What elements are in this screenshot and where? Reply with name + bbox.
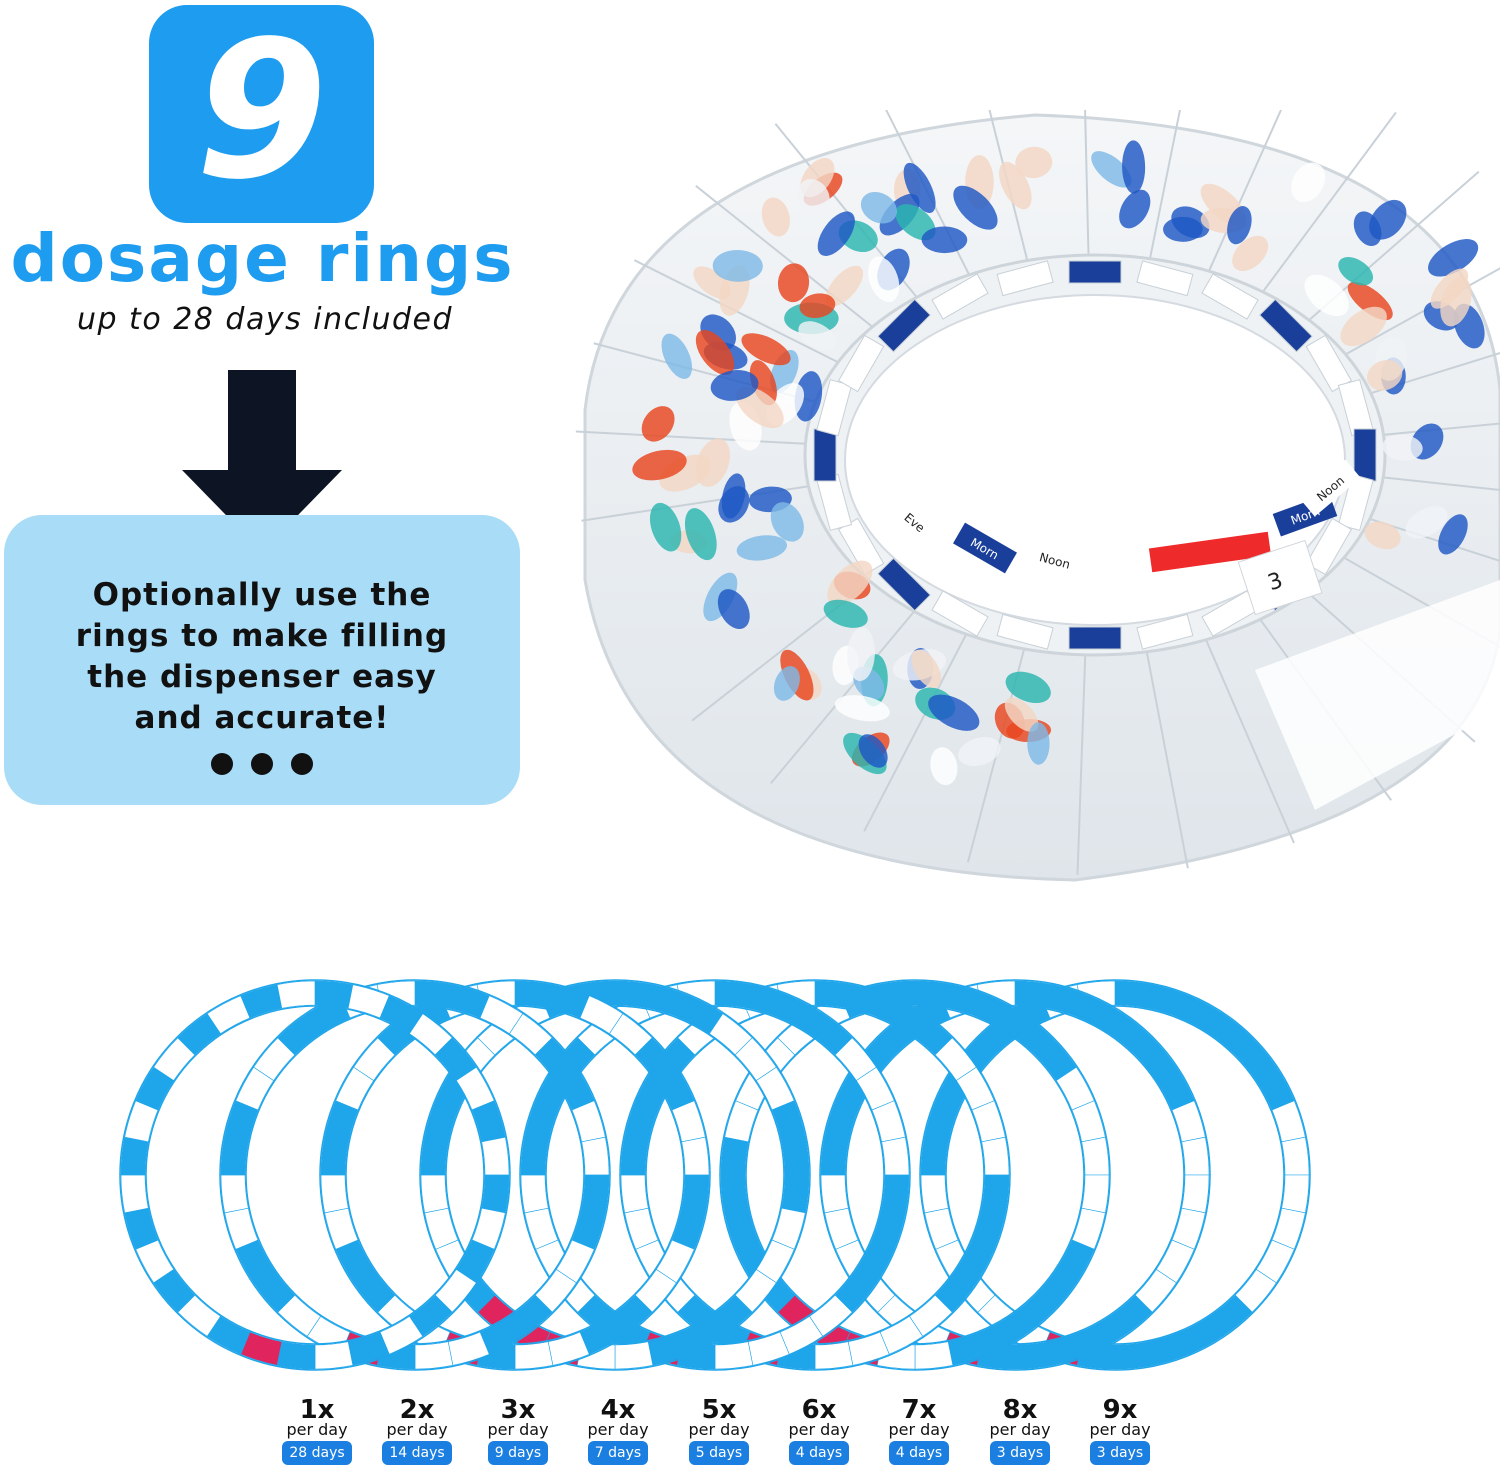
ring-days-badge: 28 days — [282, 1441, 352, 1465]
ring-days-badge: 5 days — [688, 1441, 750, 1465]
headline: dosage rings — [10, 220, 515, 297]
ellipsis-icon — [4, 753, 520, 775]
ring-frequency: 7x — [901, 1395, 937, 1425]
callout-line: rings to make filling — [75, 618, 449, 654]
ring-days-badge: 3 days — [1089, 1441, 1151, 1465]
ring-days-badge: 9 days — [487, 1441, 549, 1465]
ring-frequency: 1x — [299, 1395, 335, 1425]
ring-label-8x: 8x per day 3 days — [975, 1395, 1065, 1465]
ring-per-day: per day — [688, 1420, 750, 1439]
callout-box: Optionally use the rings to make filling… — [4, 515, 520, 805]
ring-per-day: per day — [487, 1420, 549, 1439]
ring-frequency: 6x — [801, 1395, 837, 1425]
ring-days-badge: 7 days — [587, 1441, 649, 1465]
ring-label-6x: 6x per day 4 days — [774, 1395, 864, 1465]
callout-line: the dispenser easy — [87, 659, 437, 695]
ring-label-9x: 9x per day 3 days — [1075, 1395, 1165, 1465]
ring-per-day: per day — [989, 1420, 1051, 1439]
ring-per-day: per day — [888, 1420, 950, 1439]
ring-frequency: 2x — [399, 1395, 435, 1425]
ring-days-badge: 14 days — [382, 1441, 452, 1465]
ring-frequency: 8x — [1002, 1395, 1038, 1425]
ring-days-badge: 3 days — [989, 1441, 1051, 1465]
subline: up to 28 days included — [76, 302, 454, 337]
ring-per-day: per day — [1089, 1420, 1151, 1439]
dosage-rings-image — [119, 979, 1311, 1371]
ring-per-day: per day — [587, 1420, 649, 1439]
ring-per-day: per day — [286, 1420, 348, 1439]
ring-label-2x: 2x per day 14 days — [372, 1395, 462, 1465]
ring-days-badge: 4 days — [888, 1441, 950, 1465]
ring-label-4x: 4x per day 7 days — [573, 1395, 663, 1465]
ring-frequency: 9x — [1102, 1395, 1138, 1425]
ring-frequency: 4x — [600, 1395, 636, 1425]
ring-label-5x: 5x per day 5 days — [674, 1395, 764, 1465]
badge-number: 9 — [195, 0, 328, 221]
ring-days-badge: 4 days — [788, 1441, 850, 1465]
callout-line: Optionally use the — [92, 577, 432, 613]
ring-label-3x: 3x per day 9 days — [473, 1395, 563, 1465]
ring-frequency: 3x — [500, 1395, 536, 1425]
ring-per-day: per day — [386, 1420, 448, 1439]
ring-label-7x: 7x per day 4 days — [874, 1395, 964, 1465]
down-arrow-icon — [182, 370, 342, 552]
ring-label-1x: 1x per day 28 days — [272, 1395, 362, 1465]
ring-frequency: 5x — [701, 1395, 737, 1425]
callout-line: and accurate! — [134, 700, 390, 736]
number-badge: 9 — [149, 5, 374, 223]
callout-text: Optionally use the rings to make filling… — [4, 575, 520, 739]
ring-per-day: per day — [788, 1420, 850, 1439]
